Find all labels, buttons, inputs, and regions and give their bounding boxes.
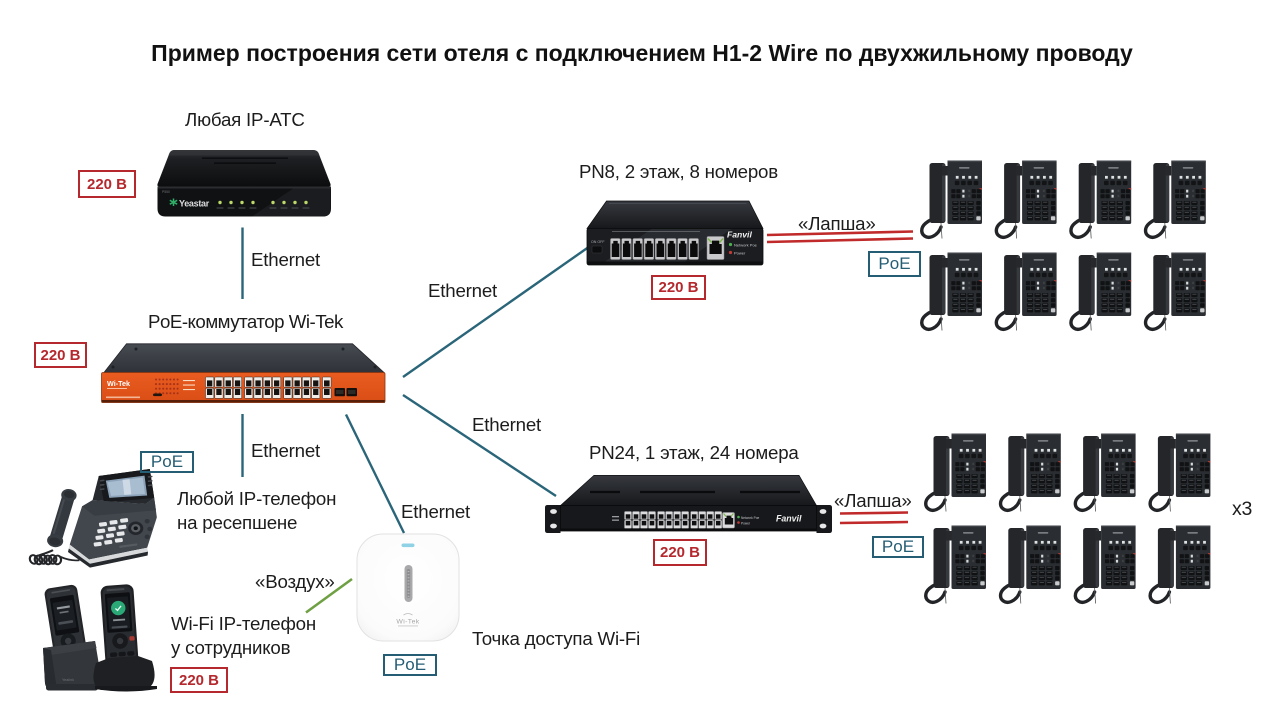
svg-text:Power: Power	[734, 251, 746, 256]
svg-text:Yeastar: Yeastar	[179, 199, 210, 209]
svg-text:Network Poe: Network Poe	[734, 243, 758, 248]
svg-text:ON OFF: ON OFF	[591, 240, 605, 244]
svg-text:Wi-Tek: Wi-Tek	[396, 619, 419, 626]
svg-text:Fanvil: Fanvil	[727, 230, 752, 240]
svg-text:P550: P550	[162, 190, 170, 194]
svg-text:Yealink: Yealink	[62, 678, 74, 682]
svg-text:Fanvil: Fanvil	[776, 514, 802, 524]
svg-text:Network Poe: Network Poe	[741, 516, 759, 520]
svg-text:Wi-Tek: Wi-Tek	[107, 379, 130, 388]
svg-text:Power: Power	[741, 521, 751, 525]
